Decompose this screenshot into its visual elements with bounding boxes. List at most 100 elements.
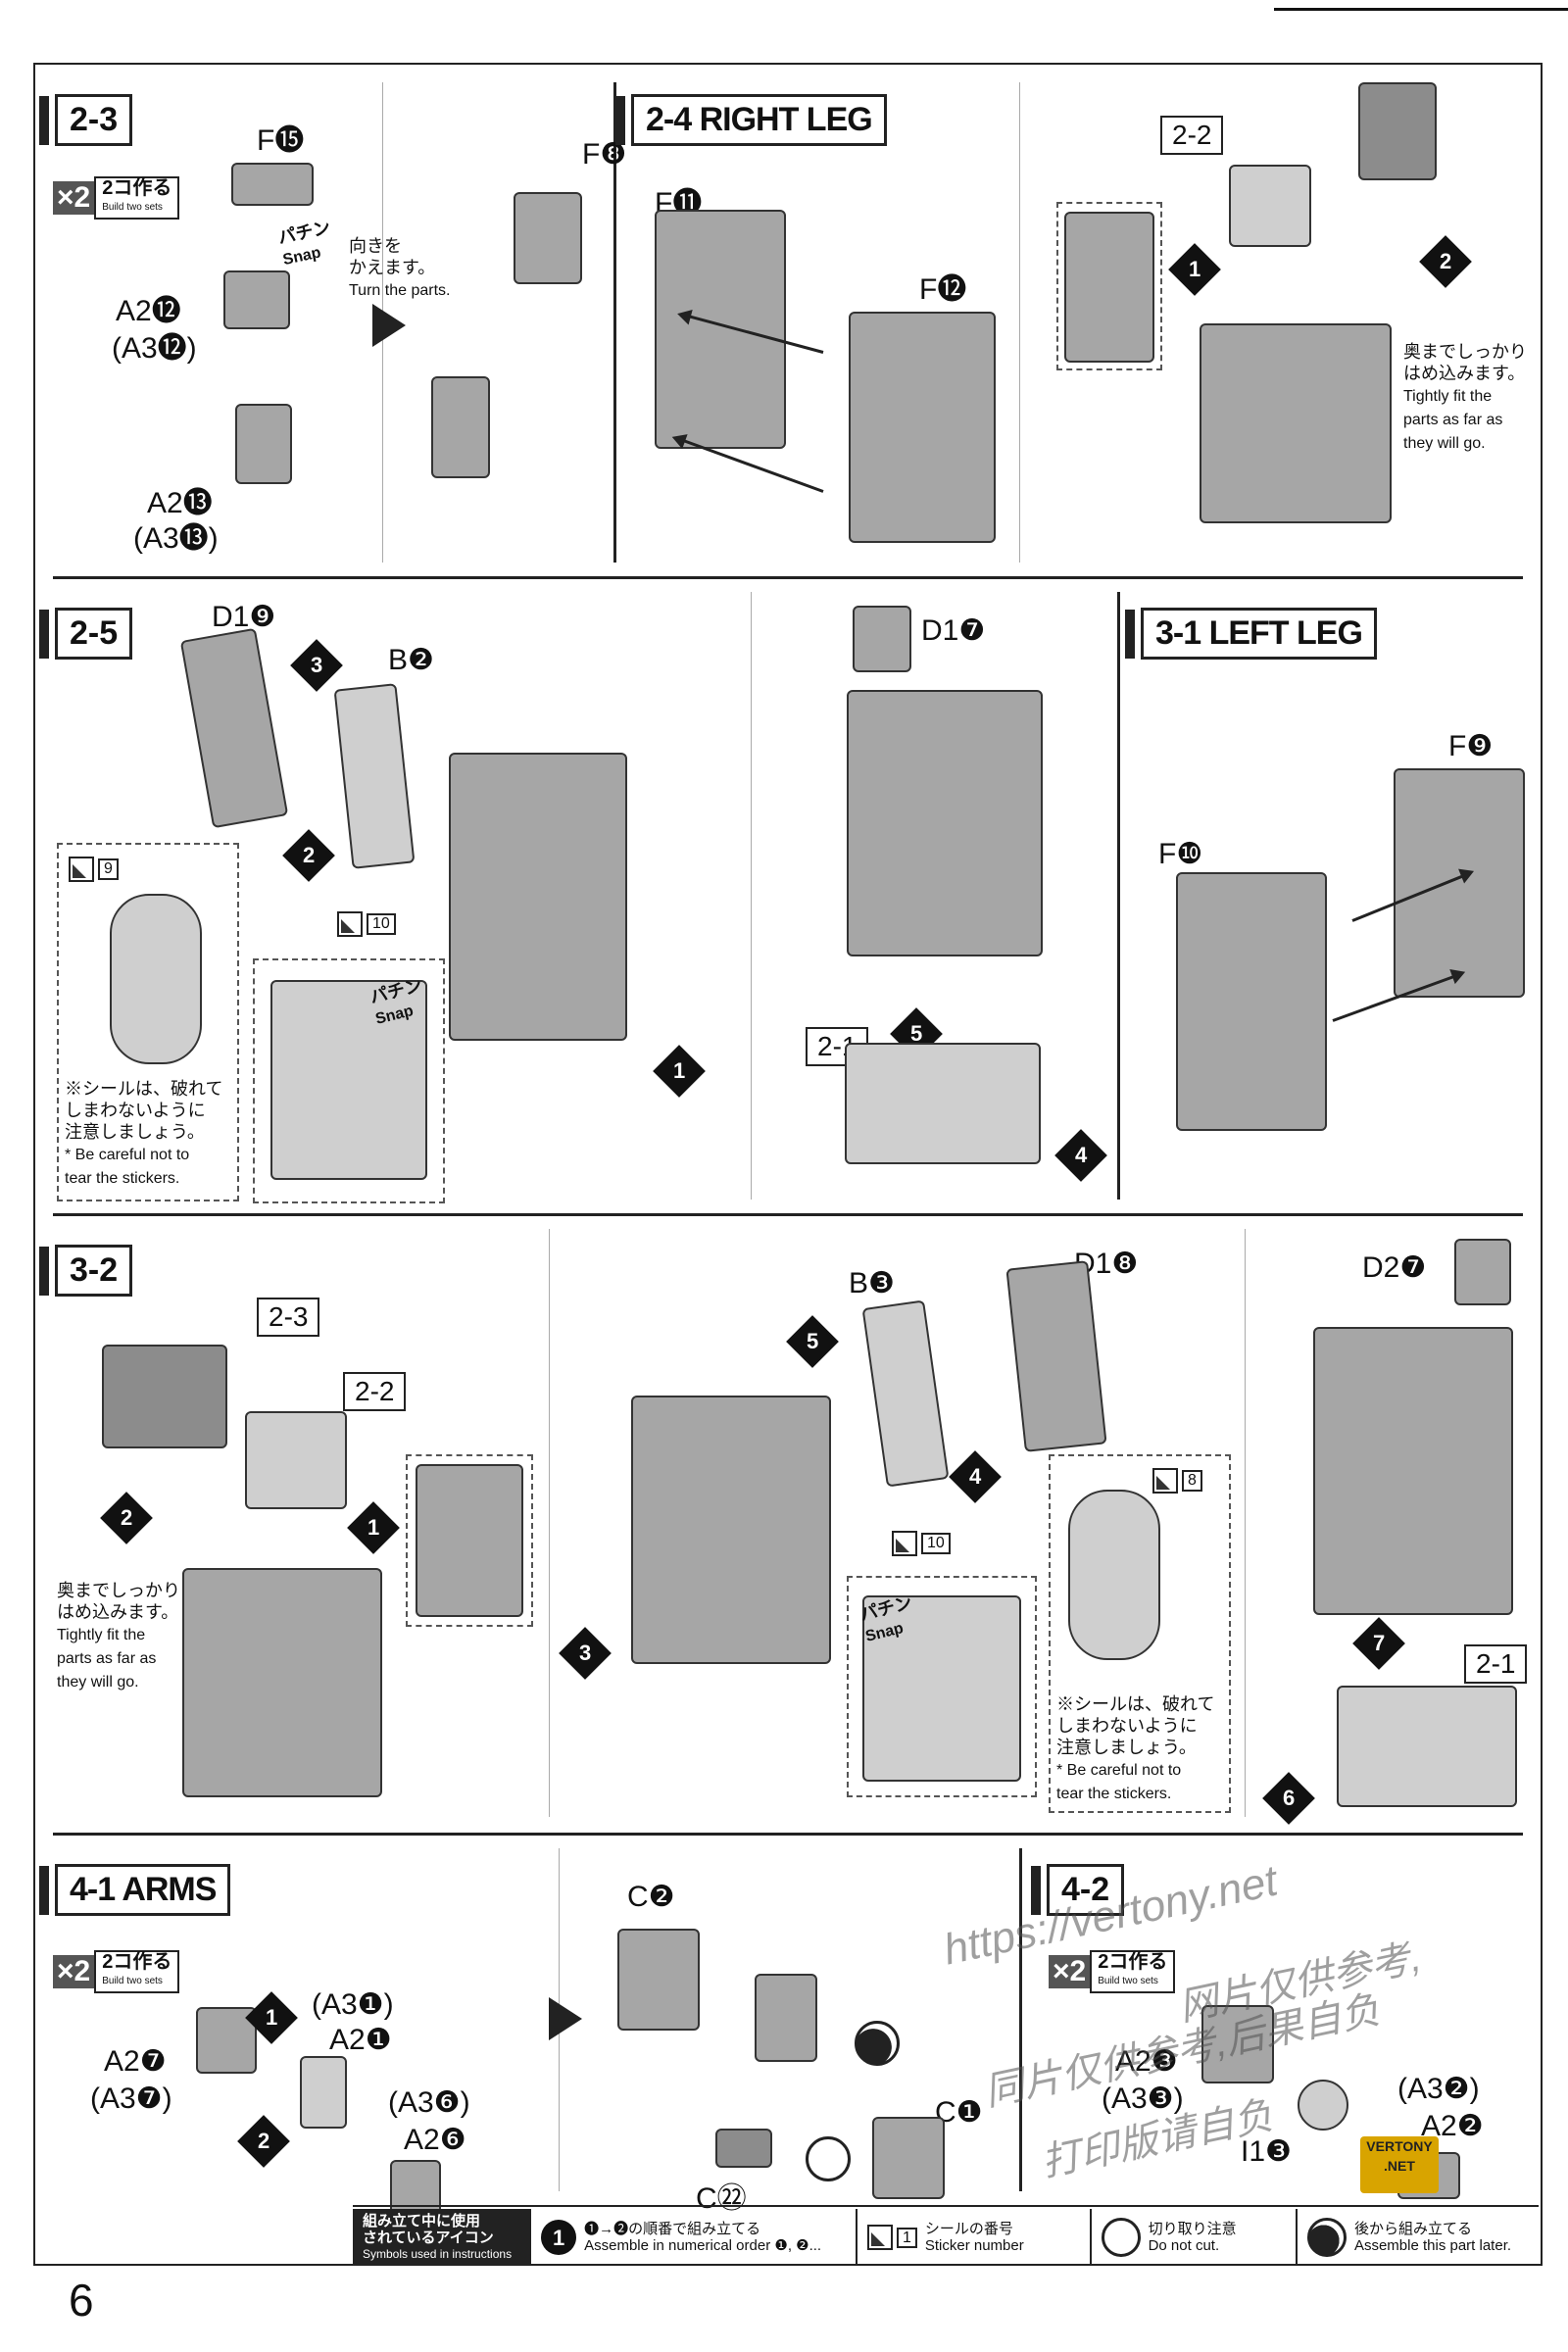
part-2-2 — [1229, 165, 1311, 247]
step-title: 4-1 ARMS — [55, 1864, 231, 1916]
part-label: A2❼ — [104, 2045, 167, 2078]
part-2-1 — [845, 1043, 1041, 1164]
assemble-later-icon — [1306, 2218, 1347, 2257]
part-i1-3 — [1298, 2080, 1348, 2131]
part-f10 — [1176, 872, 1327, 1131]
step-title: 4-2 — [1047, 1864, 1125, 1916]
panel-divider — [751, 592, 752, 1200]
part-label: F❾ — [1448, 730, 1494, 762]
part-label: C㉒ — [696, 2182, 747, 2215]
turn-note: 向きを かえます。Turn the parts. — [349, 236, 451, 299]
sticker-part — [1068, 1490, 1160, 1660]
top-rule — [1274, 8, 1568, 11]
legend-title: 組み立て中に使用 されているアイコン Symbols used in instr… — [353, 2209, 530, 2266]
fit-note: 奥までしっかり はめ込みます。Tightly fit the parts as … — [57, 1581, 180, 1690]
ref-step-box: 2-1 — [1464, 1644, 1528, 1684]
detail-inset — [1056, 202, 1162, 370]
part-label: (A3❶) — [312, 1988, 394, 2021]
panel-divider — [549, 1229, 550, 1817]
part-c22 — [715, 2129, 772, 2168]
part-label: A2❶ — [329, 2024, 392, 2056]
part-label: (A3⓬) — [112, 332, 197, 365]
sticker-marker: 8 — [1152, 1468, 1202, 1494]
page-frame — [33, 63, 1543, 2266]
order-icon: 1 — [541, 2220, 577, 2255]
step-heading-4-1: 4-1 ARMS — [39, 1864, 231, 1916]
ref-step-box: 2-2 — [1160, 116, 1224, 155]
detail-view — [416, 1464, 523, 1617]
part-label: D2❼ — [1362, 1251, 1427, 1284]
ref-step-box: 2-3 — [257, 1298, 320, 1337]
detail-view — [1064, 212, 1154, 363]
panel-divider — [1117, 592, 1120, 1200]
part-leg-upper — [1313, 1327, 1513, 1615]
part-leg-upper — [847, 690, 1043, 956]
part-label: (A3❸) — [1102, 2082, 1184, 2115]
part-a2-13 — [235, 404, 292, 484]
snap-inset — [253, 958, 445, 1203]
sticker-icon: 1 — [866, 2225, 917, 2250]
part-label: D1❾ — [212, 601, 276, 633]
part-label: D1❼ — [921, 614, 986, 647]
panel-divider — [1019, 1848, 1022, 2191]
symbol-legend: 組み立て中に使用 されているアイコン Symbols used in instr… — [353, 2205, 1539, 2268]
part-a2-1 — [300, 2056, 347, 2129]
part-label: (A3⓭) — [133, 522, 219, 555]
step-title: 2-4 RIGHT LEG — [631, 94, 887, 146]
part-right-leg-assembly — [1200, 323, 1392, 523]
snap-detail — [270, 980, 427, 1180]
part-label: C❷ — [627, 1881, 675, 1913]
step-heading-4-2: 4-2 — [1031, 1864, 1125, 1916]
count-label: ×2 — [1049, 1955, 1091, 1988]
part-label: (A3❻) — [388, 2086, 470, 2119]
panel-divider — [613, 82, 616, 563]
part-label: A2⓬ — [116, 295, 181, 327]
do-not-cut-icon — [1101, 2218, 1141, 2257]
part-label: F❿ — [1158, 838, 1203, 870]
row-separator — [53, 1213, 1523, 1216]
ref-step-box: 2-2 — [343, 1372, 407, 1411]
do-not-cut-icon — [806, 2136, 851, 2181]
part-assembly-23 — [431, 376, 490, 478]
sticker-note: ※シールは、破れて しまわないように 注意しましょう。* Be careful … — [65, 1079, 223, 1187]
step-heading-2-5: 2-5 — [39, 608, 133, 660]
part-a2-12 — [223, 270, 290, 329]
part-f11 — [655, 210, 786, 449]
part-leg-body — [631, 1396, 831, 1664]
sticker-marker: 10 — [892, 1531, 951, 1556]
fit-note: 奥までしっかり はめ込みます。Tightly fit the parts as … — [1403, 342, 1527, 452]
part-label: A2❸ — [1115, 2045, 1178, 2078]
step-title: 2-3 — [55, 94, 133, 146]
part-arm-assembly — [755, 1974, 817, 2062]
step-title: 3-1 LEFT LEG — [1141, 608, 1377, 660]
part-2-3 — [102, 1345, 227, 1448]
page-number: 6 — [69, 2275, 94, 2326]
next-arrow-icon — [549, 1997, 582, 2040]
sticker-inset — [57, 843, 239, 1201]
part-leg-body — [449, 753, 627, 1041]
part-a2-3 — [1201, 2005, 1274, 2083]
part-label: B❸ — [849, 1267, 895, 1299]
step-heading-2-4: 2-4 RIGHT LEG — [615, 94, 887, 146]
step-title: 3-2 — [55, 1245, 133, 1297]
snap-inset — [847, 1576, 1037, 1797]
detail-inset — [406, 1454, 533, 1627]
row-separator — [53, 576, 1523, 579]
sticker-part — [110, 894, 202, 1064]
step-heading-2-3: 2-3 — [39, 94, 133, 146]
row-separator — [53, 1833, 1523, 1836]
part-d2-7 — [1454, 1239, 1511, 1305]
part-f15 — [231, 163, 314, 206]
part-c1 — [872, 2117, 945, 2199]
sticker-note: ※シールは、破れて しまわないように 注意しましょう。* Be careful … — [1056, 1694, 1215, 1802]
panel-divider — [1245, 1229, 1246, 1817]
next-arrow-icon — [372, 304, 406, 347]
count-label: ×2 — [53, 181, 95, 215]
